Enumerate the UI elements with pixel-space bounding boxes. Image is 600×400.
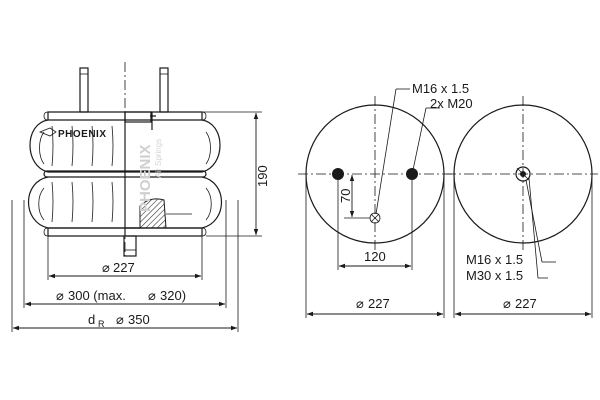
dim-piston-227: ⌀ 227 xyxy=(47,236,203,280)
dim-outer-300: ⌀ 300 (max. ⌀ 320) xyxy=(23,200,227,308)
air-connection-port xyxy=(369,212,381,224)
callout-right-m16: M16 x 1.5 xyxy=(466,252,523,267)
bottom-stud xyxy=(123,235,137,257)
dim-piston-label: 227 xyxy=(113,260,135,275)
middle-callouts: M16 x 1.5 2x M20 xyxy=(375,81,473,215)
dim-dr-value: 350 xyxy=(128,312,150,327)
dim-height-label: 190 xyxy=(255,165,270,187)
mounting-studs xyxy=(79,67,169,113)
stud-hole-right xyxy=(406,168,418,180)
diameter-symbol-350: ⌀ xyxy=(116,312,124,327)
diameter-symbol-227: ⌀ xyxy=(102,260,110,275)
dim-120-label: 120 xyxy=(364,249,386,264)
dim-dr-350: d R ⌀ 350 xyxy=(11,200,239,332)
stud-hole-left xyxy=(332,168,344,180)
phoenix-logo: PHOENIX xyxy=(38,127,107,140)
callout-m16: M16 x 1.5 xyxy=(412,81,469,96)
dim-outer-max-label: 320) xyxy=(160,288,186,303)
diameter-symbol-middle: ⌀ xyxy=(356,296,364,311)
dim-dr-subscript: R xyxy=(98,319,105,329)
center-stud-thread xyxy=(515,166,531,182)
air-spring-side-view: PHOENIX PHOENIX Air Springs 190 ⌀ 227 xyxy=(11,62,270,332)
bottom-plate-view: M16 x 1.5 M30 x 1.5 ⌀ 227 xyxy=(446,96,598,318)
top-plate-view: M16 x 1.5 2x M20 70 120 ⌀ 227 xyxy=(298,81,473,318)
callout-2x-m20: 2x M20 xyxy=(430,96,473,111)
dim-70-label: 70 xyxy=(338,189,353,203)
watermark: PHOENIX Air Springs xyxy=(137,139,163,212)
callout-right-m30: M30 x 1.5 xyxy=(466,268,523,283)
watermark-brand: PHOENIX xyxy=(137,144,154,212)
bumper-stop-section xyxy=(139,198,167,229)
right-callouts: M16 x 1.5 M30 x 1.5 xyxy=(466,177,556,283)
diameter-symbol-320: ⌀ xyxy=(148,288,156,303)
logo-text: PHOENIX xyxy=(58,129,107,140)
dim-middle-227: ⌀ 227 xyxy=(305,174,445,318)
dim-vertical-70: 70 xyxy=(338,174,370,219)
dim-height-190: 190 xyxy=(168,111,270,237)
dim-outer-label: 300 (max. xyxy=(68,288,126,303)
diameter-symbol-right: ⌀ xyxy=(503,296,511,311)
dim-dr-prefix: d xyxy=(88,312,95,327)
dim-horizontal-120: 120 xyxy=(337,180,413,270)
watermark-sub: Air Springs xyxy=(154,139,163,178)
dim-right-227-label: 227 xyxy=(515,296,537,311)
diameter-symbol-300: ⌀ xyxy=(56,288,64,303)
dim-right-227: ⌀ 227 xyxy=(453,174,593,318)
dim-middle-227-label: 227 xyxy=(368,296,390,311)
